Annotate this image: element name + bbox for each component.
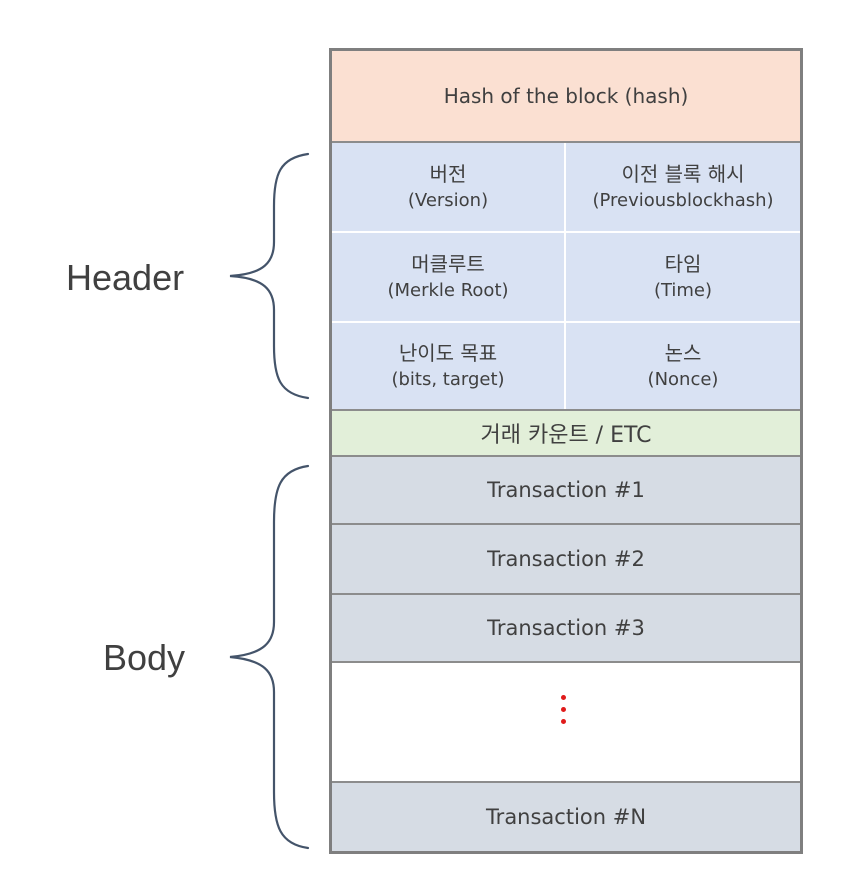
transaction-row: Transaction #1: [332, 457, 800, 525]
header-field-bits-target: 난이도 목표 (bits, target): [332, 323, 566, 409]
body-label: Body: [103, 637, 186, 678]
transaction-label: Transaction #2: [487, 547, 645, 571]
block-hash-cell: Hash of the block (hash): [332, 51, 800, 143]
header-field-ko: 머클루트: [411, 252, 485, 277]
header-field-ko: 버전: [429, 162, 467, 187]
header-label: Header: [66, 257, 185, 298]
header-field-nonce: 논스 (Nonce): [566, 323, 800, 409]
transaction-row-last: Transaction #N: [332, 783, 800, 851]
header-field-previous-block-hash: 이전 블록 해시 (Previousblockhash): [566, 143, 800, 233]
block-frame: Hash of the block (hash) 버전 (Version) 이전…: [329, 48, 803, 854]
header-field-en: (Nonce): [647, 368, 719, 390]
header-field-ko: 이전 블록 해시: [621, 162, 745, 187]
header-field-merkle-root: 머클루트 (Merkle Root): [332, 233, 566, 323]
header-brace-icon: [229, 152, 310, 400]
transaction-label: Transaction #N: [485, 805, 647, 829]
vertical-ellipsis-icon: [560, 695, 568, 731]
header-field-en: (Previousblockhash): [592, 189, 774, 211]
transaction-label: Transaction #1: [487, 478, 645, 502]
header-field-version: 버전 (Version): [332, 143, 566, 233]
body-brace-icon: [229, 464, 310, 850]
transaction-count-etc-label: 거래 카운트 / ETC: [480, 423, 652, 448]
header-field-en: (bits, target): [391, 368, 505, 390]
transaction-count-etc-cell: 거래 카운트 / ETC: [332, 409, 800, 457]
block-hash-label: Hash of the block (hash): [443, 84, 689, 108]
header-field-en: (Time): [653, 279, 713, 301]
transaction-row: Transaction #2: [332, 525, 800, 595]
header-field-ko: 난이도 목표: [398, 341, 498, 366]
transaction-row: Transaction #3: [332, 595, 800, 663]
header-field-time: 타임 (Time): [566, 233, 800, 323]
header-field-ko: 타임: [664, 252, 702, 277]
header-field-en: (Version): [407, 189, 489, 211]
more-transactions-ellipsis: [332, 663, 800, 783]
header-field-en: (Merkle Root): [387, 279, 509, 301]
header-field-ko: 논스: [664, 341, 702, 366]
transaction-label: Transaction #3: [487, 616, 645, 640]
